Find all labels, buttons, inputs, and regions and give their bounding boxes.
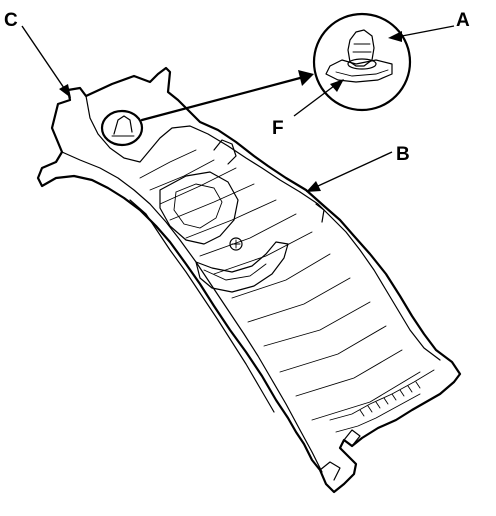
inset-circle [312, 12, 412, 112]
lower-curved-edge [61, 151, 323, 473]
clip-mount-circle [100, 109, 144, 147]
center-opening [159, 171, 239, 245]
detail-arrowhead [298, 70, 314, 86]
callout-a: A [388, 10, 470, 42]
trim-panel-outline [36, 66, 462, 494]
callout-c: C [4, 10, 71, 98]
upper-flange [85, 95, 301, 193]
callout-b-label: B [396, 144, 410, 165]
callout-f-label: F [272, 118, 284, 139]
callout-f: F [272, 79, 344, 139]
recess-wall-right [299, 191, 441, 361]
grab-handle [195, 241, 289, 293]
callout-c-label: C [4, 10, 18, 31]
trim-panel [36, 66, 462, 494]
screw-boss [229, 237, 243, 251]
clip-body [347, 29, 375, 67]
detail-arrow-line [140, 76, 302, 122]
clip-mount [100, 109, 144, 147]
clip-detail-inset [312, 12, 412, 112]
callout-b: B [306, 144, 410, 192]
detail-arrow [140, 70, 314, 122]
recess-wall-left [129, 199, 275, 413]
clip-base [325, 59, 393, 83]
callout-a-label: A [456, 10, 470, 31]
